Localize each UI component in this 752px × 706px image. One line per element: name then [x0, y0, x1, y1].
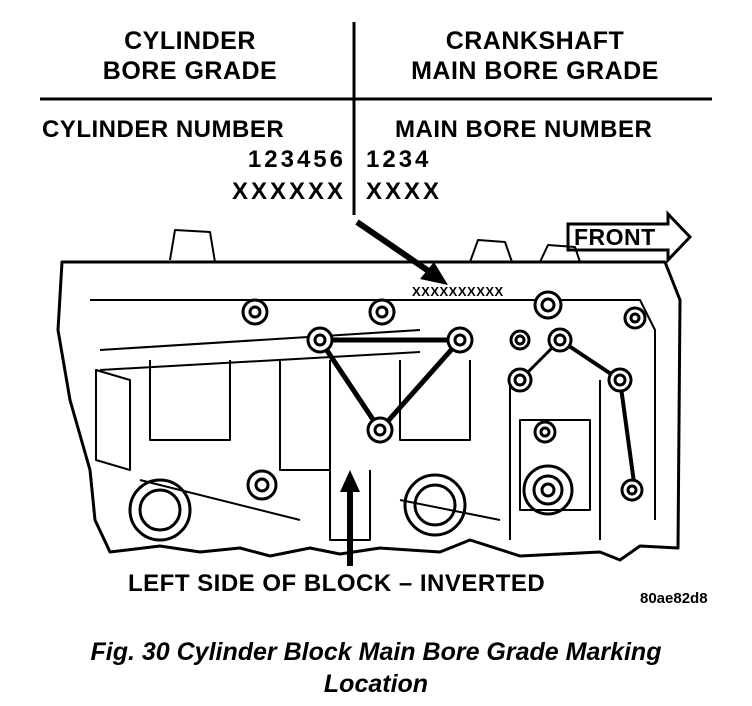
cylinder-number-label: CYLINDER NUMBER	[42, 116, 285, 143]
stamp-arrowhead-icon	[420, 262, 448, 285]
header-right-line2: MAIN BORE GRADE	[411, 57, 659, 85]
header-right-title: CRANKSHAFT MAIN BORE GRADE	[375, 26, 695, 86]
header-left-line1: CYLINDER	[124, 27, 256, 55]
cylinder-marks: XXXXXX	[231, 178, 346, 205]
main-bore-marks: XXXX	[366, 178, 443, 205]
header-left-line2: BORE GRADE	[102, 57, 278, 85]
bolt-bosses	[241, 290, 647, 502]
header-left-title: CYLINDER BORE GRADE	[40, 26, 340, 86]
figure-caption: Fig. 30 Cylinder Block Main Bore Grade M…	[0, 636, 752, 700]
stamp-leader-line	[355, 219, 432, 275]
front-arrow-icon	[566, 210, 693, 264]
left-side-of-block-label: LEFT SIDE OF BLOCK – INVERTED	[128, 570, 546, 597]
header-right-line1: CRANKSHAFT	[445, 27, 625, 55]
figure-code: 80ae82d8	[640, 590, 708, 607]
caption-line2: Location	[323, 670, 429, 698]
cylinder-numbers: 123456	[247, 146, 346, 173]
main-bore-numbers: 1234	[366, 146, 432, 173]
bottom-arrowhead-icon	[340, 470, 360, 492]
main-bore-number-label: MAIN BORE NUMBER	[395, 116, 653, 143]
caption-line1: Fig. 30 Cylinder Block Main Bore Grade M…	[90, 638, 662, 666]
main-bores	[128, 464, 574, 542]
stamp-marks: XXXXXXXXXX	[412, 284, 504, 299]
engine-block	[56, 229, 682, 562]
front-label: FRONT	[574, 224, 656, 250]
